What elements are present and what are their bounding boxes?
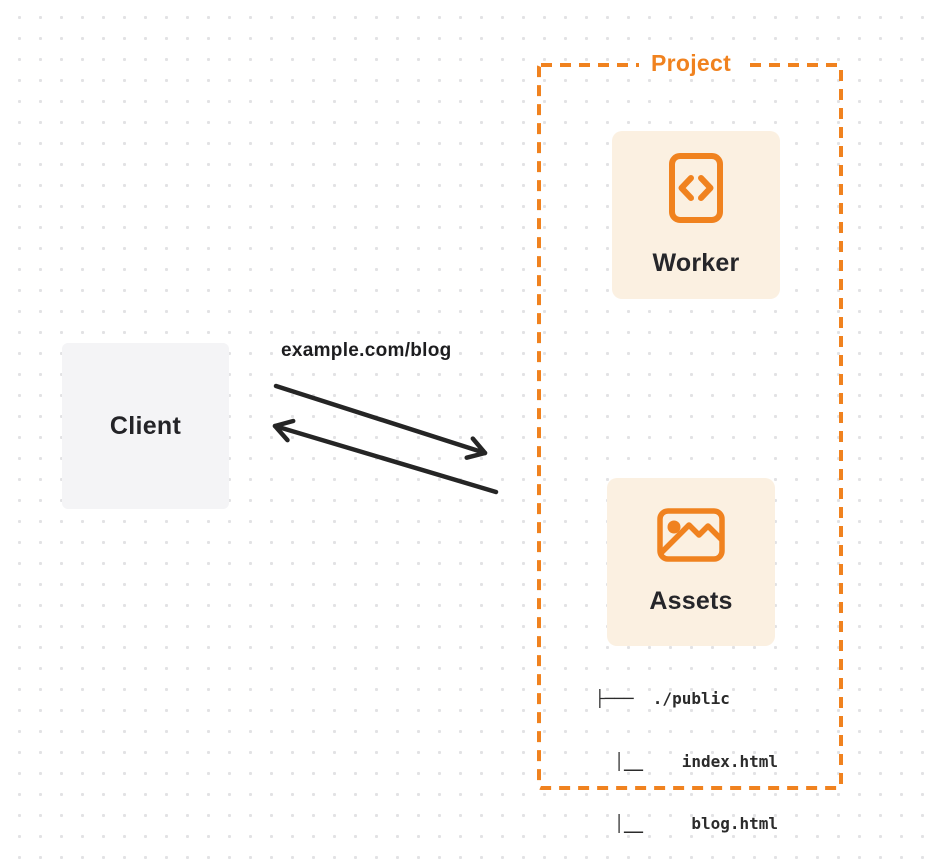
request-url-label: example.com/blog — [281, 340, 452, 361]
code-file-icon — [669, 152, 723, 223]
request-arrow — [273, 383, 488, 460]
file-tree-line: │__ index.html — [595, 751, 779, 771]
image-icon — [657, 508, 725, 562]
worker-label: Worker — [652, 248, 740, 277]
assets-card: Assets — [607, 478, 775, 646]
file-tree-line: │__ blog.html — [595, 813, 779, 833]
client-label: Client — [109, 411, 182, 440]
worker-card: Worker — [612, 131, 780, 299]
client-box: Client — [62, 343, 229, 509]
assets-label: Assets — [649, 587, 733, 615]
assets-file-tree: ├─── ./public │__ index.html │__ blog.ht… — [595, 648, 778, 860]
project-label: Project — [638, 50, 744, 77]
response-arrow — [272, 418, 499, 495]
project-dashed-border — [537, 63, 843, 790]
file-tree-line: ├─── ./public — [595, 689, 730, 709]
project-label-row: Project — [534, 50, 848, 77]
